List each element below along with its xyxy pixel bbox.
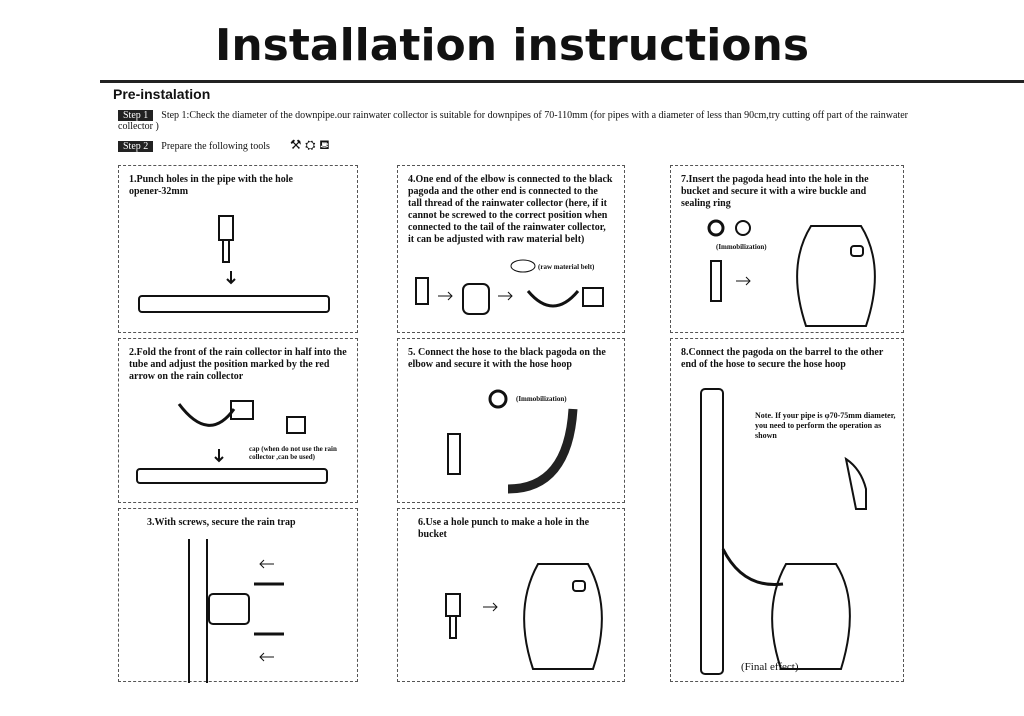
panel-step-6: 6.Use a hole punch to make a hole in the… bbox=[397, 508, 625, 682]
step-badge: Step 1 bbox=[118, 110, 154, 121]
panel-label: (Immobilization) bbox=[716, 243, 767, 251]
step-badge: Step 2 bbox=[118, 141, 154, 152]
hole-opener-illustration bbox=[138, 215, 330, 313]
panel-text: 7.Insert the pagoda head into the hole i… bbox=[681, 174, 869, 209]
section-heading: Pre-instalation bbox=[113, 86, 211, 102]
final-effect-illustration bbox=[700, 388, 867, 675]
step-text: Step 1:Check the diameter of the downpip… bbox=[118, 110, 909, 132]
screw-illustration bbox=[188, 539, 284, 683]
step-text: Prepare the following tools bbox=[161, 141, 270, 152]
panel-text: 4.One end of the elbow is connected to t… bbox=[408, 174, 613, 245]
bucket-punch-illustration bbox=[445, 563, 603, 670]
final-effect-label: (Final effect) bbox=[741, 661, 799, 673]
step-2: Step 2 Prepare the following tools ⚒ ⛭ ⛾ bbox=[118, 137, 330, 152]
panel-step-2: 2.Fold the front of the rain collector i… bbox=[118, 338, 358, 503]
hose-illustration bbox=[447, 389, 578, 494]
panel-step-7: 7.Insert the pagoda head into the hole i… bbox=[670, 165, 904, 333]
panel-text: 6.Use a hole punch to make a hole in the… bbox=[418, 517, 590, 540]
panel-text: 8.Connect the pagoda on the barrel to th… bbox=[681, 347, 884, 370]
panel-step-8: 8.Connect the pagoda on the barrel to th… bbox=[670, 338, 904, 682]
rain-collector-illustration bbox=[136, 400, 328, 484]
panel-text: 2.Fold the front of the rain collector i… bbox=[129, 347, 347, 382]
panel-label: (Immobilization) bbox=[516, 395, 567, 403]
elbow-illustration bbox=[415, 259, 604, 315]
panel-label: cap (when do not use the rain collector … bbox=[249, 445, 337, 461]
panel-step-1: 1.Punch holes in the pipe with the hole … bbox=[118, 165, 358, 333]
panel-step-5: 5. Connect the hose to the black pagoda … bbox=[397, 338, 625, 503]
panel-step-3: 3.With screws, secure the rain trap bbox=[118, 508, 358, 683]
panel-text: 3.With screws, secure the rain trap bbox=[147, 517, 296, 528]
tools-icon: ⚒ ⛭ ⛾ bbox=[289, 137, 330, 152]
panel-text: 1.Punch holes in the pipe with the hole … bbox=[129, 174, 293, 197]
divider bbox=[100, 80, 1024, 83]
panel-text: 5. Connect the hose to the black pagoda … bbox=[408, 347, 606, 370]
page-title: Installation instructions bbox=[214, 20, 810, 71]
bucket-illustration bbox=[707, 219, 876, 327]
panel-label: (raw material belt) bbox=[538, 263, 595, 271]
panel-step-4: 4.One end of the elbow is connected to t… bbox=[397, 165, 625, 333]
note-text: Note. If your pipe is φ70-75mm diameter,… bbox=[755, 411, 896, 440]
